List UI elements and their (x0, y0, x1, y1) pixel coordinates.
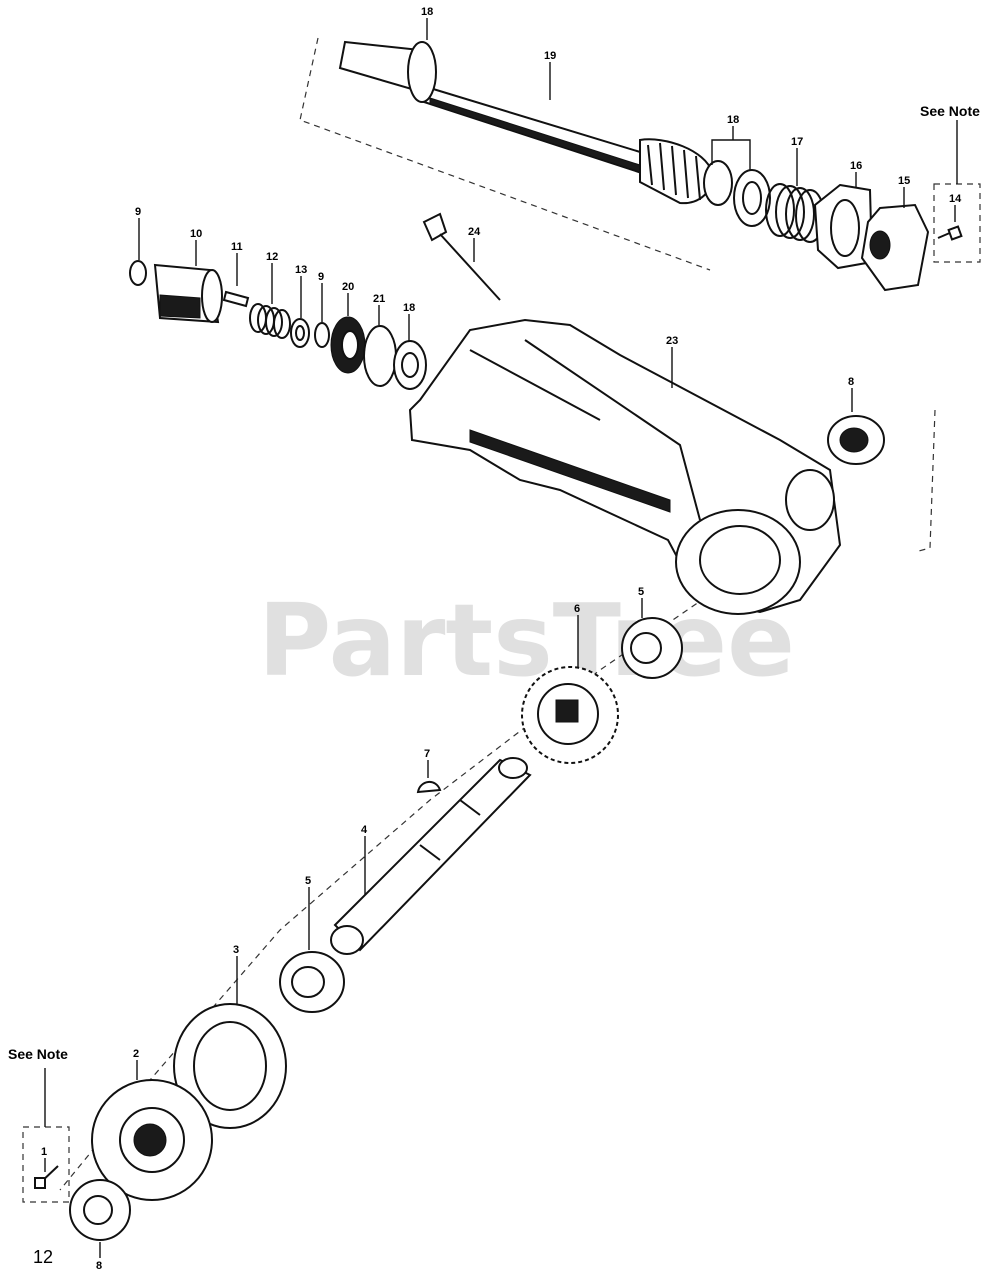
callout-4: 4 (361, 824, 368, 836)
callout-20: 20 (342, 281, 354, 293)
part-6-gear (521, 666, 619, 764)
part-5-bearing-upper (621, 617, 683, 679)
callout-23: 23 (666, 335, 678, 347)
centerline-top (299, 37, 711, 271)
part-10-collar (153, 263, 223, 324)
part-9-ring-left (129, 260, 147, 286)
part-5-bearing-lower (279, 951, 345, 1013)
part-18-bearing-upper (733, 169, 771, 227)
callout-13: 13 (295, 264, 307, 276)
callout-18-right: 18 (727, 114, 739, 126)
part-8-seal-lower (69, 1179, 131, 1241)
part-9-ring-right (314, 322, 330, 348)
part-23-transmission-housing (408, 318, 842, 615)
part-16-gasket (813, 183, 874, 270)
part-21-snap-ring (363, 325, 397, 387)
see-note-top: See Note (920, 103, 980, 119)
callout-9-left: 9 (135, 206, 141, 218)
part-7-key (416, 781, 442, 794)
part-3-gasket-lower (173, 1003, 287, 1129)
part-2-bearing-cap (91, 1079, 213, 1201)
part-1-bolt (34, 1165, 59, 1189)
callout-9-right: 9 (318, 271, 324, 283)
callout-1: 1 (41, 1146, 47, 1158)
callout-11: 11 (231, 241, 243, 253)
callout-2: 2 (133, 1048, 139, 1060)
part-15-end-cap (860, 203, 930, 292)
callout-18-top: 18 (421, 6, 433, 18)
callout-8-lower: 8 (96, 1260, 102, 1272)
part-13-washer (290, 318, 310, 348)
part-11-pin (222, 290, 250, 308)
callout-16: 16 (850, 160, 862, 172)
note-box-bottom (22, 1126, 70, 1203)
callout-19: 19 (544, 50, 556, 62)
part-4-output-shaft (330, 757, 532, 955)
part-8-seal-right (827, 415, 885, 465)
part-24-dipstick (422, 212, 501, 301)
part-12-spring-small (249, 303, 291, 339)
callout-14: 14 (949, 193, 962, 205)
callout-3: 3 (233, 944, 239, 956)
part-14-bolt (937, 225, 963, 241)
callout-17: 17 (791, 136, 803, 148)
callout-5-lower: 5 (305, 875, 311, 887)
callout-labels: 18 19 18 17 16 15 14 9 10 11 12 13 9 20 … (41, 6, 962, 1272)
callout-10: 10 (190, 228, 202, 240)
callout-24: 24 (468, 226, 481, 238)
callout-15: 15 (898, 175, 910, 187)
callout-21: 21 (373, 293, 385, 305)
callout-5-upper: 5 (638, 586, 644, 598)
callout-12: 12 (266, 251, 278, 263)
callout-7: 7 (424, 748, 430, 760)
callout-6: 6 (574, 603, 580, 615)
leader-lines (44, 18, 958, 1258)
page-number: 12 (33, 1247, 53, 1267)
part-18-bearing-left (393, 340, 427, 390)
part-19-worm-shaft (338, 40, 733, 206)
callout-8-right: 8 (848, 376, 854, 388)
see-note-bottom: See Note (8, 1046, 68, 1062)
centerline-right (914, 409, 936, 553)
part-20-bearing (330, 316, 366, 374)
callout-18-left: 18 (403, 302, 415, 314)
